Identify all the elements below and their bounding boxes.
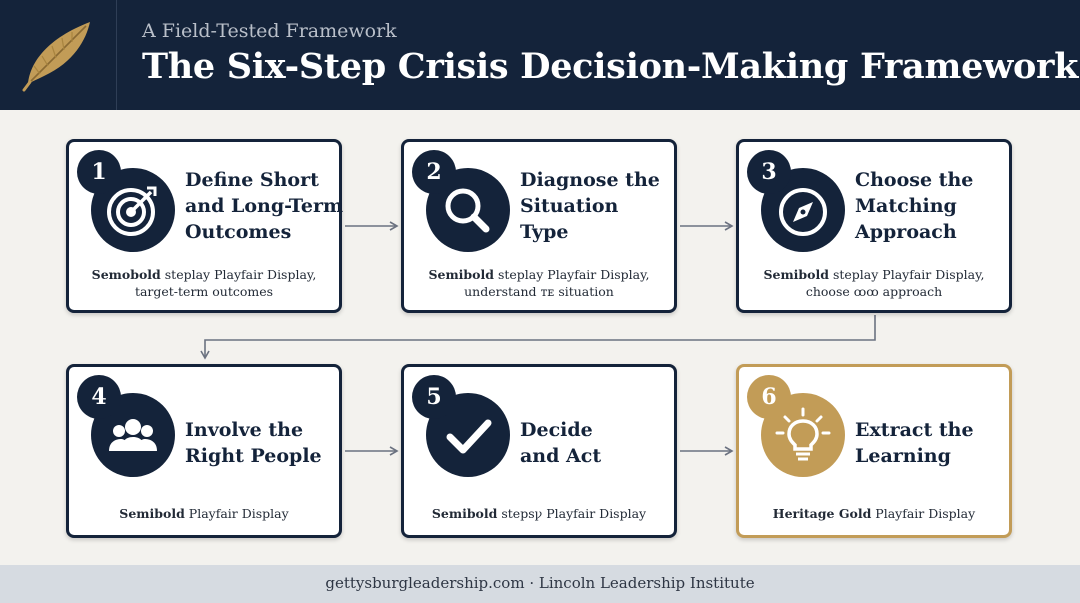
step-number: 2 [412,150,456,194]
desc-line2: choose ꝏꝏ approach [805,284,943,299]
step-card-5: 5 Decide and Act Semibold stepsꝩ Playfai… [401,364,677,538]
checkmark-icon [446,419,492,454]
step-description: Semibold steplay Playfair Display, under… [410,266,668,300]
step-number: 6 [747,375,791,419]
desc-text: steplay Playfair Display, [829,267,985,282]
footer-text: gettysburgleadership.com · Lincoln Leade… [325,574,755,592]
desc-bold: Semibold [428,267,494,282]
desc-text: stepsꝩ Playfair Display [497,506,647,521]
step-description: Semibold steplay Playfair Display, choos… [745,266,1003,300]
people-group-icon [109,419,157,451]
lightbulb-icon [775,407,831,461]
magnifier-icon [445,188,490,233]
step-card-4: 4 Involve the Right People Semibold Play… [66,364,342,538]
step-description: Semobold steplay Playfair Display, targe… [75,266,333,300]
desc-bold: Semibold [431,506,498,521]
header-bar: A Field-Tested Framework The Six-Step Cr… [0,0,1080,110]
target-icon [107,186,157,236]
step-number: 1 [77,150,121,194]
step-title: Extract the Learning [855,419,974,467]
step-title: Define Short and Long-Term Outcomes [185,169,344,243]
desc-text: steplay Playfair Display, [494,267,650,282]
desc-text: Playfair Display [871,506,976,521]
step-number: 4 [77,375,121,419]
quill-feather-icon [22,22,90,92]
step-card-6: 6 Extract the Learning Heritage Gold Pla… [736,364,1012,538]
header-subtitle: A Field-Tested Framework [142,20,397,42]
logo [0,0,116,110]
step-title: Choose the Matching Approach [855,169,974,243]
desc-bold: Semibold [763,267,829,282]
step-number: 5 [412,375,456,419]
page-title: The Six-Step Crisis Decision-Making Fram… [142,46,1079,87]
step-title: Decide and Act [520,419,602,467]
step-description: Heritage Gold Playfair Display [745,505,1003,522]
step-description: Semibold stepsꝩ Playfair Display [410,505,668,522]
step-card-3: 3 Choose the Matching Approach Semibold … [736,139,1012,313]
header-divider [116,0,117,110]
desc-bold: Semibold [119,506,185,521]
desc-text: Playfair Display [184,506,289,521]
step-title: Involve the Right People [185,419,322,467]
desc-line2: understand ᴛᴇ situation [464,284,614,299]
step-card-2: 2 Diagnose the Situation Type Semibold s… [401,139,677,313]
compass-icon [779,188,827,236]
step-number: 3 [747,150,791,194]
step-card-1: 1 Define Short and Long-Term Outcomes Se… [66,139,344,313]
footer-bar: gettysburgleadership.com · Lincoln Leade… [0,565,1080,603]
desc-text: steplay Playfair Display, [160,267,317,282]
arrow-3-to-4 [200,315,876,360]
desc-bold: Heritage Gold [772,506,872,521]
desc-bold: Semobold [91,267,161,282]
step-title: Diagnose the Situation Type [520,169,660,243]
desc-line2: target-term outcomes [134,284,274,299]
step-description: Semibold Playfair Display [75,505,333,522]
